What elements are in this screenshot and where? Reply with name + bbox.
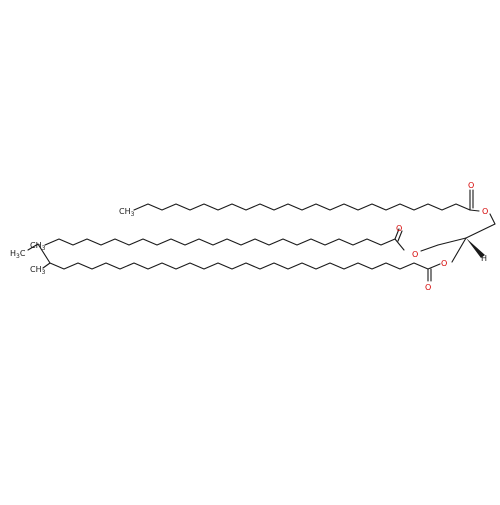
chain-3-branch-methyl: CH3 (30, 265, 46, 276)
glycerol-c1-c2 (465, 223, 496, 239)
chain-1-ester-oxygen: O (482, 207, 488, 216)
chain-3-terminal-methyl: H3C (10, 249, 26, 260)
glycerol-c1-o (489, 213, 496, 225)
chain-2-bonds (44, 238, 405, 251)
chain-2-carbonyl-double (397, 230, 403, 242)
stereo-wedge-bond (466, 238, 485, 258)
chain-3-bonds (42, 262, 429, 270)
chain-3-ester-oxygen: O (441, 259, 447, 268)
chain-3-ethyl-bond (27, 243, 39, 251)
chain-2-methyl: CH3 (30, 241, 46, 252)
chain-3-carbonyl-oxygen: O (425, 283, 431, 292)
chain-1-ester-bond (469, 209, 480, 212)
chain-1-methyl: CH3 (119, 207, 135, 218)
stereo-hydrogen: H (481, 254, 487, 263)
chain-3-ester-bond (427, 263, 441, 270)
chain-2-carbonyl-oxygen: O (396, 224, 402, 233)
chain-1-bonds (133, 203, 471, 211)
glycerol-c3-c2 (437, 237, 467, 246)
chain-2-carbonyl-c-o (394, 228, 400, 240)
glycerol-c2-o3 (451, 237, 467, 263)
chain-1-carbonyl-oxygen: O (468, 181, 474, 190)
chain-3-branch-to-ethyl (37, 243, 51, 264)
glycerol-o2-c3 (420, 244, 439, 252)
chain-2-ester-oxygen: O (412, 250, 418, 259)
